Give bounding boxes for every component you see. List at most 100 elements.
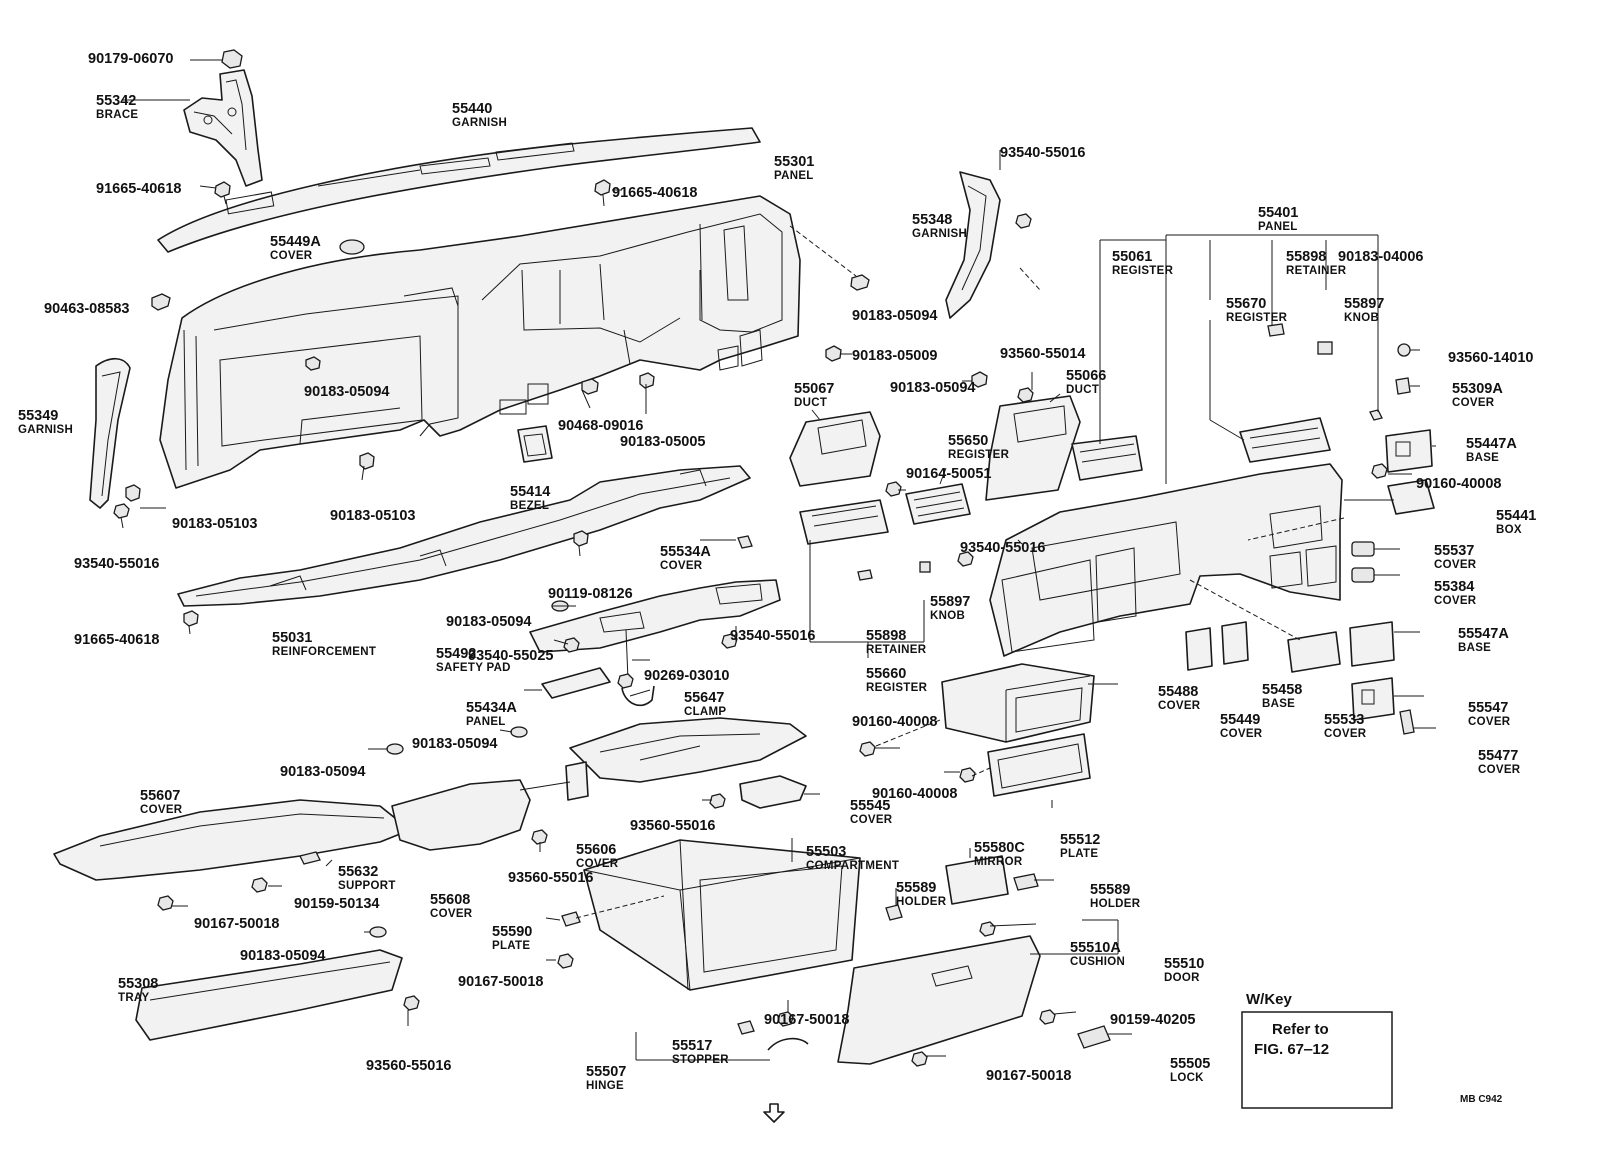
part-name: COVER — [270, 250, 313, 262]
part-name: BASE — [1262, 698, 1295, 710]
part-number: 55384 — [1434, 579, 1474, 595]
part-number: 55414 — [510, 484, 550, 500]
part-number: 90167-50018 — [764, 1012, 849, 1028]
part-number: 55580C — [974, 840, 1025, 856]
part-number: 90167-50018 — [194, 916, 279, 932]
dashed-lines — [575, 225, 1345, 919]
part-name: PANEL — [1258, 221, 1298, 233]
part-number: 55348 — [912, 212, 952, 228]
part-number: 55492 — [436, 646, 476, 662]
part-number: 93540-55025 — [468, 648, 553, 664]
cover-55488 — [941, 663, 1095, 743]
part-label: 90269-03010 — [644, 668, 729, 684]
part-name: TRAY — [118, 992, 149, 1004]
part-number: 55670 — [1226, 296, 1266, 312]
tray-55308 — [135, 949, 403, 1041]
part-label: 90463-08583 — [44, 301, 129, 317]
part-label: 90183-05094 — [412, 736, 497, 752]
part-number: 55447A — [1466, 436, 1517, 452]
part-name: COMPARTMENT — [806, 860, 899, 872]
screw-90167-50018-b — [557, 953, 574, 969]
part-label: 93560-55016 — [630, 818, 715, 834]
part-name: SAFETY PAD — [436, 662, 511, 674]
part-label: 90183-05009 — [852, 348, 937, 364]
part-number: 90269-03010 — [644, 668, 729, 684]
part-name: BOX — [1496, 524, 1522, 536]
bezel-55414 — [517, 425, 553, 463]
clamp-55647 — [621, 685, 655, 706]
continuation-arrow-icon — [763, 1103, 785, 1123]
part-name: HOLDER — [896, 896, 947, 908]
support-55632 — [299, 851, 321, 865]
part-label: 93560-55016 — [508, 870, 593, 886]
lock-55505 — [1077, 1025, 1111, 1049]
cover-55384 — [1351, 567, 1375, 583]
part-number: 55517 — [672, 1038, 712, 1054]
part-number: 55401 — [1258, 205, 1298, 221]
screw-93540-55016-d — [957, 551, 974, 567]
part-label: 90167-50018 — [764, 1012, 849, 1028]
part-number: 90167-50018 — [458, 974, 543, 990]
clip-90183-05103-a — [359, 452, 375, 470]
cover-55449 — [1185, 627, 1213, 671]
screw-90160-40008-b — [859, 741, 876, 757]
screw-90159-40205 — [1039, 1009, 1056, 1025]
clip-90183-05094-g — [369, 926, 387, 938]
base-55458 — [1221, 621, 1249, 665]
bolt-90269-03010 — [617, 629, 634, 689]
cover-55537 — [1351, 541, 1375, 557]
screw-93540-55016-a — [113, 503, 130, 529]
part-label: 93540-55016 — [960, 540, 1045, 556]
nut-90179-06070 — [190, 49, 243, 69]
part-number: 55650 — [948, 433, 988, 449]
part-number: 91665-40618 — [74, 632, 159, 648]
base-55547a — [1349, 621, 1395, 667]
wkey-line1: Refer to — [1272, 1021, 1329, 1038]
part-number: 55488 — [1158, 684, 1198, 700]
part-number: 90183-04006 — [1338, 249, 1423, 265]
part-name: COVER — [1468, 716, 1511, 728]
part-label: 90179-06070 — [88, 51, 173, 67]
part-number: 93560-14010 — [1448, 350, 1533, 366]
part-number: 55505 — [1170, 1056, 1210, 1072]
part-label: 90183-05094 — [240, 948, 325, 964]
part-name: REGISTER — [948, 449, 1010, 461]
cover-55547 — [1351, 677, 1395, 721]
part-name: LOCK — [1170, 1072, 1204, 1084]
part-number: 90159-50134 — [294, 896, 379, 912]
door-55510 — [837, 935, 1041, 1065]
part-name: REGISTER — [866, 682, 928, 694]
cover-55534a — [737, 535, 753, 549]
part-number: 55031 — [272, 630, 312, 646]
part-label: 93540-55025 — [468, 648, 553, 664]
part-number: 55349 — [18, 408, 58, 424]
part-number: 55898 — [1286, 249, 1326, 265]
part-name: COVER — [1220, 728, 1263, 740]
cover-55477 — [1399, 709, 1415, 735]
part-number: 90160-40008 — [852, 714, 937, 730]
part-number: 55309A — [1452, 381, 1503, 397]
part-number: 90183-05094 — [412, 736, 497, 752]
part-number: 90183-05094 — [890, 380, 975, 396]
part-label: 91665-40618 — [612, 185, 697, 201]
clip-90183-05094-f — [386, 743, 404, 755]
knob-55897-b — [919, 561, 931, 573]
clip-90183-05094-c — [971, 371, 988, 388]
nut-90183-05009 — [825, 345, 842, 362]
part-name: COVER — [1478, 764, 1521, 776]
wkey-box: W/Key Refer to FIG. 67‒12 — [1241, 991, 1393, 1109]
